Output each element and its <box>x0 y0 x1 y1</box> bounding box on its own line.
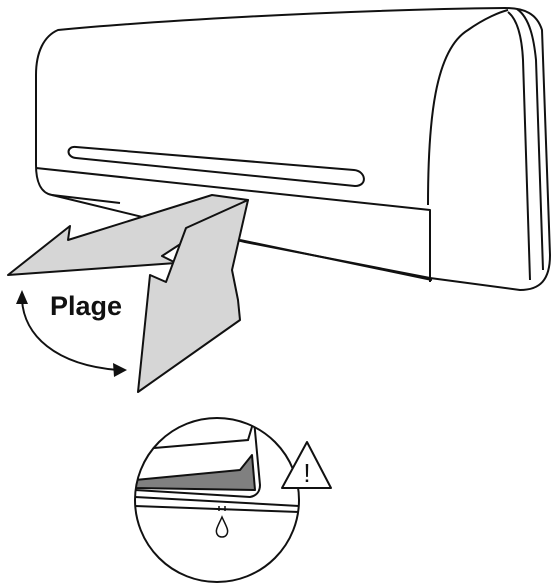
detail-unit-side <box>135 419 262 499</box>
range-indicator: Plage <box>16 290 127 377</box>
arrowhead-right <box>113 363 127 377</box>
panel-top-curve <box>427 9 509 206</box>
water-drop-icon <box>215 515 229 538</box>
front-panel <box>35 167 431 282</box>
detail-circle <box>134 417 300 583</box>
airflow <box>7 194 249 393</box>
detail-lip <box>135 496 299 514</box>
louver-slot <box>67 145 365 187</box>
unit-underside <box>51 194 433 281</box>
range-label: Plage <box>50 291 122 321</box>
detail-magnifier <box>134 417 300 583</box>
warning-triangle-icon: ! <box>281 441 332 489</box>
detail-content <box>135 418 299 582</box>
warning-mark: ! <box>303 458 310 488</box>
airflow-arrow-downward <box>137 199 249 393</box>
side-edge-outer <box>516 8 544 271</box>
side-edge-inner <box>507 11 531 281</box>
curved-double-arrow-icon <box>21 299 119 371</box>
detail-flap <box>135 454 256 491</box>
arrowhead-up <box>16 290 28 304</box>
